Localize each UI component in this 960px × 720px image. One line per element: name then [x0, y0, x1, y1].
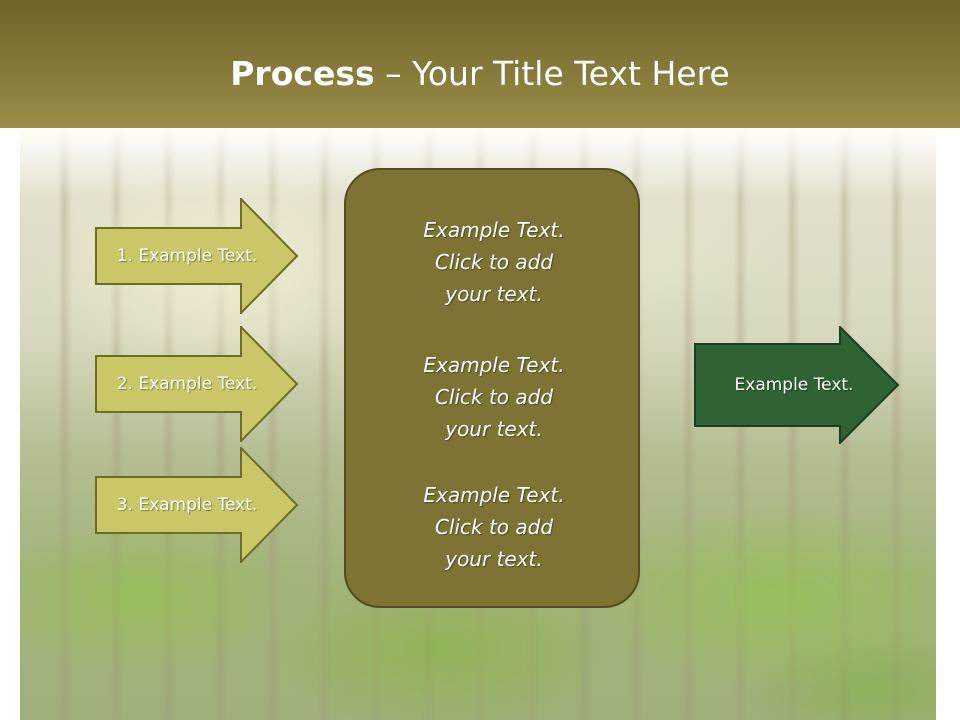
- left-arrow-1[interactable]: 1. Example Text.: [95, 198, 299, 314]
- center-paragraph-3: Example Text. Click to add your text.: [346, 479, 642, 575]
- title-band: Process – Your Title Text Here: [0, 0, 960, 128]
- arrow-shape: [95, 447, 299, 563]
- center-text-box[interactable]: Example Text. Click to add your text. Ex…: [344, 168, 640, 608]
- left-arrow-3[interactable]: 3. Example Text.: [95, 447, 299, 563]
- center-paragraph-2: Example Text. Click to add your text.: [346, 349, 642, 445]
- paragraph-line: Example Text.: [423, 353, 565, 377]
- right-arrow-label: Example Text.: [734, 375, 854, 395]
- paragraph-line: your text.: [445, 282, 543, 306]
- center-paragraph-1: Example Text. Click to add your text.: [346, 214, 642, 310]
- arrow-shape: [694, 326, 900, 444]
- paragraph-line: Click to add: [434, 385, 554, 409]
- paragraph-line: your text.: [445, 547, 543, 571]
- paragraph-line: Click to add: [434, 250, 554, 274]
- paragraph-line: Example Text.: [423, 218, 565, 242]
- paragraph-line: your text.: [445, 417, 543, 441]
- slide-title[interactable]: Process – Your Title Text Here: [0, 52, 960, 96]
- arrow-shape: [95, 198, 299, 314]
- left-arrow-label: 2. Example Text.: [116, 374, 258, 394]
- left-arrow-2[interactable]: 2. Example Text.: [95, 326, 299, 442]
- title-rest: – Your Title Text Here: [374, 54, 730, 93]
- left-arrow-label: 1. Example Text.: [116, 246, 258, 266]
- title-bold: Process: [230, 54, 375, 93]
- right-arrow[interactable]: Example Text.: [694, 326, 900, 444]
- paragraph-line: Example Text.: [423, 483, 565, 507]
- left-arrow-label: 3. Example Text.: [116, 495, 258, 515]
- arrow-shape: [95, 326, 299, 442]
- paragraph-line: Click to add: [434, 515, 554, 539]
